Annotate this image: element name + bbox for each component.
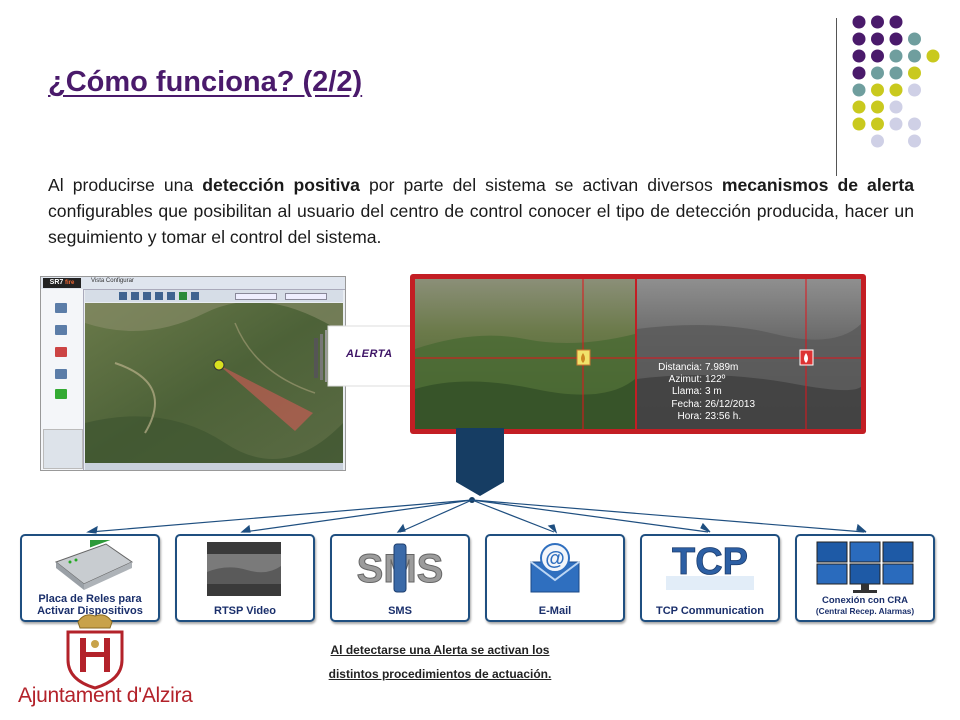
page-title: ¿Cómo funciona? (2/2) [48, 66, 363, 98]
svg-text:@: @ [545, 548, 565, 570]
email-icon: @ [530, 543, 580, 593]
decorative-dot [889, 117, 903, 131]
camera-view-panel [410, 274, 866, 434]
card-email: @ E-Mail [485, 534, 625, 622]
camera-views [415, 279, 861, 429]
card-cra-connection: Conexión con CRA(Central Recep. Alarmas) [795, 534, 935, 622]
date-value: 26/12/2013 [705, 398, 756, 410]
decorative-dot [908, 32, 921, 46]
distance-value: 7.989m [705, 362, 739, 373]
highlight-positive-detection: detección positiva [202, 175, 360, 195]
sms-icon: SMS [356, 543, 444, 593]
organization-name: Ajuntament d'Alzira [18, 684, 193, 707]
decorative-dot [908, 49, 921, 63]
decorative-dot [852, 66, 866, 80]
decorative-dot [889, 32, 903, 46]
tcp-icon: TCP [666, 541, 754, 590]
card-sms: SMS SMS [330, 534, 470, 622]
decorative-dot [871, 15, 884, 29]
decorative-dot [908, 117, 921, 131]
alert-label: ALERTA [346, 348, 393, 360]
detection-readout: Distancia:7.989m Azimut:122º Llama:3 m F… [658, 362, 756, 422]
decorative-dot [852, 32, 866, 46]
azimuth-value: 122º [705, 374, 726, 386]
time-value: 23:56 h. [705, 410, 742, 422]
description-paragraph: Al producirse una detección positiva por… [48, 175, 914, 247]
software-statusbar [85, 463, 343, 470]
decorative-dot-grid [852, 15, 940, 148]
decorative-dot [889, 83, 903, 97]
decorative-dot [889, 66, 903, 80]
decorative-dot [871, 32, 884, 46]
decorative-dot [871, 83, 884, 97]
detection-sector [219, 365, 313, 431]
decorative-dot [926, 49, 940, 63]
card-rtsp-video: RTSP Video [175, 534, 315, 622]
software-toolbar [85, 290, 343, 302]
decorative-dot [852, 49, 866, 63]
card-tcp: TCP TCP Communication [640, 534, 780, 622]
decorative-dot [908, 83, 921, 97]
tower-marker-icon [213, 359, 225, 371]
decorative-dot [889, 49, 903, 63]
city-seal-icon [66, 614, 124, 690]
decorative-dot [871, 49, 884, 63]
down-arrow [456, 428, 504, 496]
decorative-dot [871, 66, 884, 80]
decorative-dot [871, 117, 884, 131]
decorative-dot [889, 100, 903, 114]
highlight-alert-mechanisms: mecanismos de alerta [721, 175, 914, 195]
fire-marker-icon [576, 349, 591, 366]
decorative-dot [852, 100, 866, 114]
distribution-diagram [86, 428, 867, 534]
decorative-dot [908, 134, 921, 148]
decorative-dot [871, 100, 884, 114]
decorative-dot [852, 83, 866, 97]
relay-board-icon [54, 540, 134, 590]
software-menu: Vista Configurar [91, 278, 134, 284]
video-thumbnail-icon [207, 542, 281, 596]
decorative-dot [871, 134, 884, 148]
aerial-map [85, 303, 343, 463]
fire-marker-thermal-icon [799, 349, 814, 366]
decorative-vertical-line [836, 18, 837, 176]
decorative-dot [908, 66, 921, 80]
monitor-wall-icon [816, 541, 914, 593]
flame-value: 3 m [705, 386, 722, 398]
software-screenshot: SR7 fire Vista Configurar [40, 276, 346, 471]
decorative-dot [852, 117, 866, 131]
decorative-dot [852, 15, 866, 29]
software-logo: SR7 fire [43, 278, 81, 288]
software-sidebar [41, 289, 84, 470]
decorative-dot [889, 15, 903, 29]
